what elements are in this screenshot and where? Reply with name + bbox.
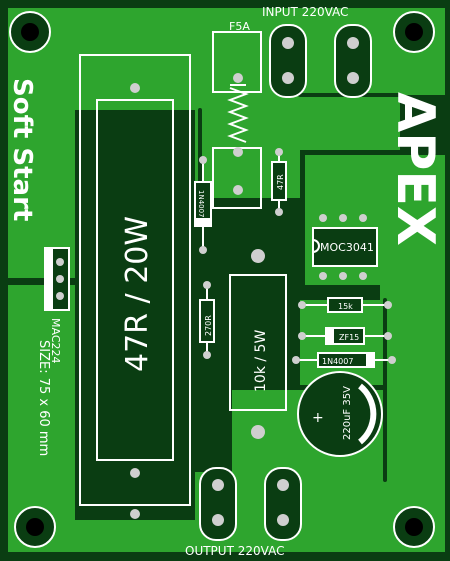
triac-label: MAC224: [49, 318, 62, 364]
output-terminal-2: [264, 467, 302, 541]
resistor-270r-label: 270R: [204, 315, 213, 336]
board-size-label: SIZE: 75 x 60 mm: [36, 340, 51, 456]
resistor-47r: [271, 148, 287, 216]
input-label: INPUT 220VAC: [262, 5, 348, 19]
resistor-15k: [298, 297, 392, 313]
input-terminal-1: [269, 24, 307, 98]
resistor-47r-label: 47R: [276, 174, 285, 190]
triac-mac224: [44, 247, 70, 311]
capacitor-label: 220uF 35V: [342, 386, 353, 440]
diode-top-label: 1N4007: [197, 190, 205, 218]
resistor-10k: [229, 249, 287, 439]
capacitor: [297, 371, 383, 457]
mounting-hole-bottom-right: [393, 506, 435, 548]
mounting-hole-top-left: [9, 11, 51, 53]
resistor-47r-20w: [79, 54, 191, 519]
resistor-main-label: 47R / 20W: [120, 216, 155, 372]
fuse-label: F5A: [229, 20, 250, 33]
mounting-hole-bottom-left: [14, 506, 56, 548]
output-terminal-1: [199, 467, 237, 541]
fuse-holder: [212, 31, 262, 209]
mounting-hole-top-right: [393, 11, 435, 53]
board-title: Soft Start: [7, 78, 37, 221]
input-terminal-2: [334, 24, 372, 98]
resistor-15k-label: 15k: [338, 302, 353, 311]
brand-logo: APEX: [385, 92, 445, 246]
diode-1n4007-top: [194, 156, 212, 254]
resistor-10k-label: 10k / 5W: [253, 330, 269, 392]
zener-label: ZF15: [339, 333, 359, 342]
diode-bottom-label: 1N4007: [322, 357, 353, 366]
output-label: OUTPUT 220VAC: [185, 544, 284, 558]
diode-1n4007-bottom: [292, 352, 396, 368]
capacitor-plus: +: [312, 410, 324, 426]
optocoupler-label: MOC3041: [320, 241, 374, 254]
resistor-270r: [199, 281, 215, 359]
zener-diode: [298, 327, 392, 345]
optocoupler-ic: [312, 214, 378, 280]
